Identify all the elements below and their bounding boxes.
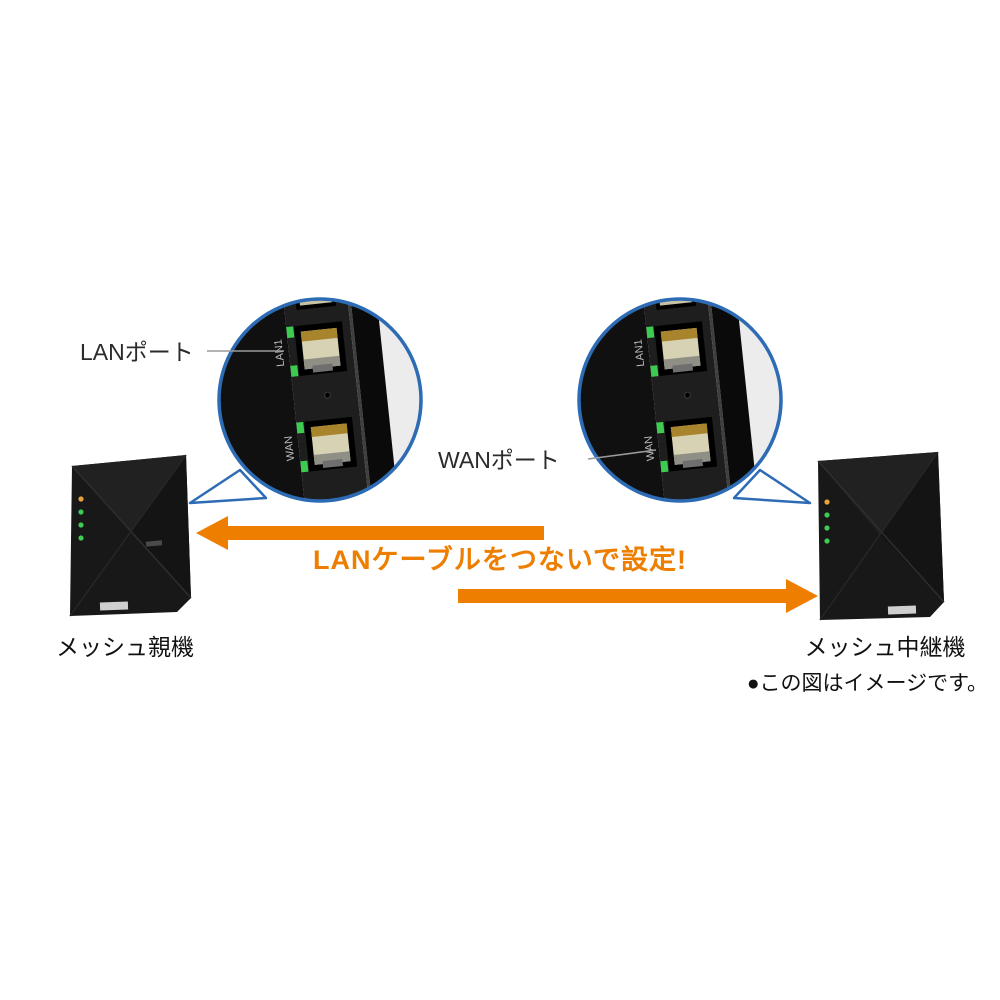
right-callout-ring [577,297,783,503]
right-device-label: メッシュ中継機 [804,634,966,660]
right-router-leds [824,499,830,544]
right-router-illustration [817,451,945,621]
left-callout-tail [188,468,268,505]
image-disclaimer-note: ●この図はイメージです。 [746,672,988,695]
wan-label-connector-line [587,449,657,460]
lan-port-label: LANポート [80,339,194,365]
right-callout-tail [732,468,812,505]
arrow-caption: LANケーブルをつないで設定! [312,545,688,575]
arrow-right-icon [458,579,818,613]
left-router-illustration [69,454,192,617]
left-device-label: メッシュ親機 [56,634,194,660]
right-router-base-label [887,605,917,615]
left-router-logo-mark [145,540,163,547]
left-router-base-label [99,601,129,611]
left-router-leds [78,496,84,541]
wan-port-label: WANポート [438,447,560,473]
arrow-left-icon [196,516,544,550]
left-callout-ring [217,297,423,503]
